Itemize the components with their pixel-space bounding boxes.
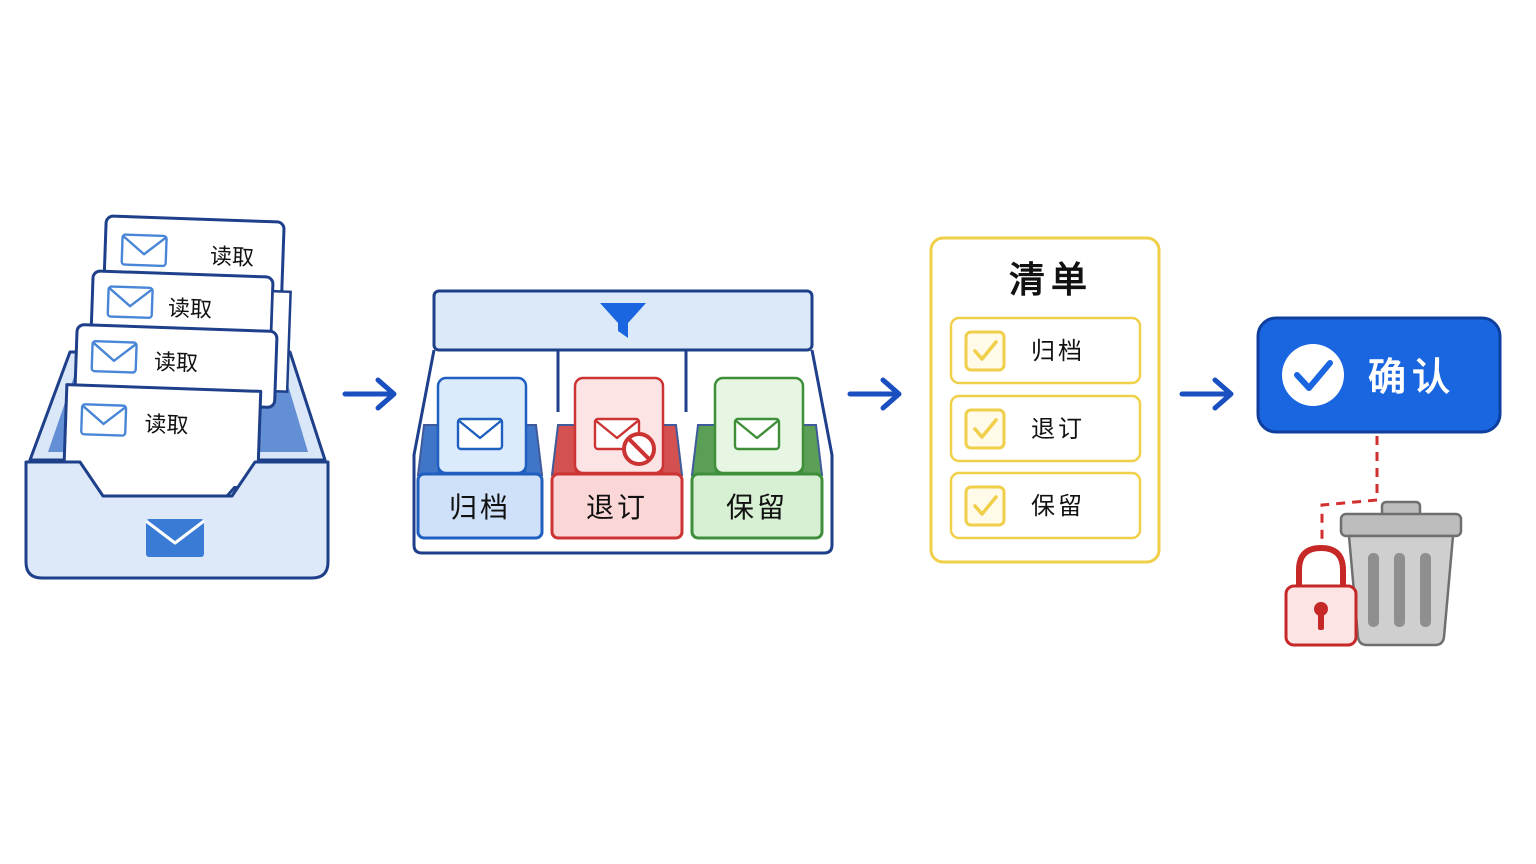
checklist-title: 清单: [1009, 260, 1093, 301]
sorter-box: 归档 退订 保留: [412, 289, 834, 555]
checklist-item-2[interactable]: 退订: [949, 394, 1142, 463]
checkbox-checked-icon[interactable]: [964, 408, 1006, 450]
confirm-label: 确认: [1368, 355, 1456, 399]
inbox-card-4-label: 读取: [144, 412, 189, 439]
arrow-1: [342, 377, 397, 411]
lock-icon: [1284, 544, 1358, 647]
confirm-check-icon: [1282, 344, 1344, 406]
checkbox-checked-icon[interactable]: [964, 330, 1006, 372]
sort-bin-2-label: 退订: [586, 491, 648, 524]
checklist-item-1[interactable]: 归档: [949, 316, 1142, 385]
checklist-item-3-label: 保留: [1031, 492, 1085, 520]
sort-bin-1-label: 归档: [449, 491, 511, 524]
checklist-item-2-label: 退订: [1031, 415, 1085, 443]
sort-bin-2[interactable]: 退订: [550, 376, 684, 540]
arrow-2: [847, 377, 902, 411]
dashed-connector: [1320, 436, 1379, 550]
inbox-card-1-label: 读取: [210, 245, 255, 272]
sort-bin-3[interactable]: 保留: [690, 376, 824, 540]
checkbox-checked-icon[interactable]: [964, 485, 1006, 527]
inbox-tray: 读取 读取 读取 读取: [24, 214, 330, 580]
sort-bin-3-envelope-icon: [733, 417, 781, 451]
trash-icon: [1339, 500, 1463, 647]
confirm-button[interactable]: 确认: [1256, 316, 1502, 434]
inbox-card-2-label: 读取: [168, 297, 213, 324]
filter-icon: [600, 303, 646, 338]
inbox-card-3-label: 读取: [154, 350, 199, 377]
sort-bin-1[interactable]: 归档: [416, 376, 544, 540]
no-entry-icon: [622, 432, 656, 466]
sort-bin-3-label: 保留: [726, 491, 788, 524]
checklist-item-1-label: 归档: [1031, 337, 1085, 365]
sort-bin-1-envelope-icon: [456, 417, 504, 451]
checklist-item-3[interactable]: 保留: [949, 471, 1142, 540]
arrow-3: [1179, 377, 1234, 411]
tray-envelope-icon: [145, 519, 205, 557]
